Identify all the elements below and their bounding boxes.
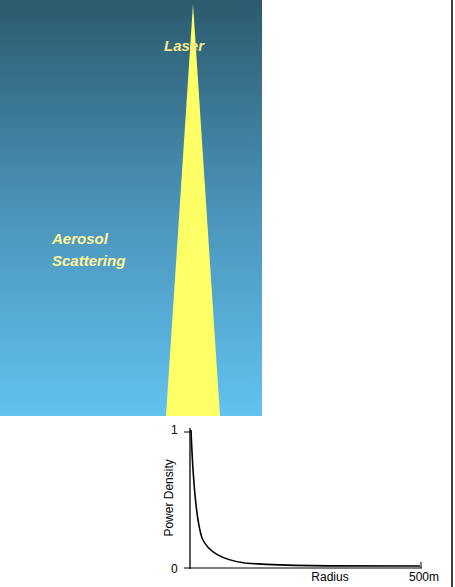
axis-tick-label: 0 [171,563,178,577]
frame-line [451,0,453,587]
aerosol-label: Aerosol Scattering [52,228,132,272]
sky-background [0,0,262,416]
laser-label: Laser [164,37,204,54]
laser-beam [166,4,220,416]
power-density-chart [184,428,422,569]
axis-end-label: 500m [409,571,439,585]
axis-title: Power Density [163,459,177,536]
axis-tick-label: 1 [171,424,178,438]
axis-title: Radius [311,571,348,585]
